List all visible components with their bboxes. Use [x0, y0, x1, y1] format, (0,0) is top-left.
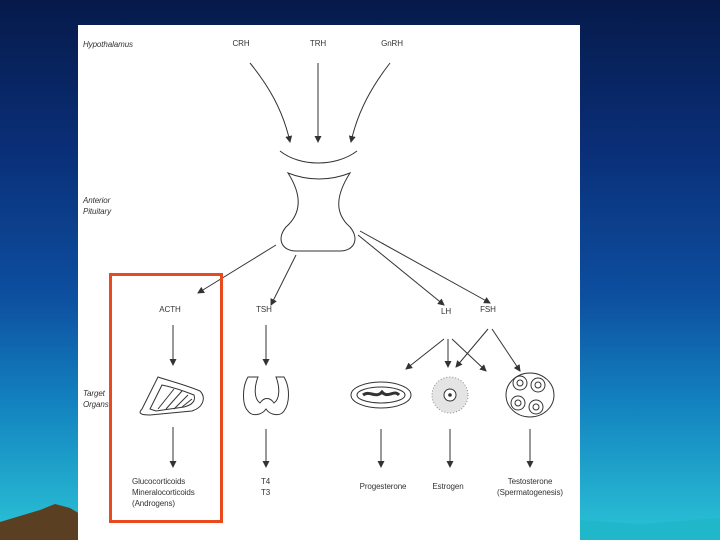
testosterone-label: Testosterone (Spermatogenesis)	[497, 477, 563, 497]
fsh-testis-arrow	[491, 328, 521, 372]
trh-label: TRH	[309, 39, 327, 48]
estrogen-label: Estrogen	[432, 482, 464, 491]
fsh-label: FSH	[480, 305, 496, 314]
fsh-arrow	[359, 230, 491, 304]
hypothalamus-label: Hypothalamus	[83, 40, 133, 49]
diagram-panel: Hypothalamus Anterior Pituitary Target O…	[78, 25, 580, 540]
anterior-pituitary-label: Anterior Pituitary	[83, 196, 111, 216]
thyroid-products-label: T4 T3	[261, 477, 271, 497]
adrenal-gland	[139, 376, 204, 416]
progesterone-label: Progesterone	[359, 482, 407, 491]
pituitary-gland	[279, 150, 358, 252]
lh-testis-arrow	[451, 338, 487, 372]
lh-label: LH	[440, 307, 452, 316]
fsh-follicle-arrow	[455, 328, 489, 368]
corpus-luteum	[350, 381, 412, 409]
crh-label: CRH	[232, 39, 250, 48]
testis	[505, 372, 555, 418]
acth-label: ACTH	[159, 305, 181, 314]
lh-arrow	[357, 234, 445, 306]
crh-arrow	[249, 62, 293, 143]
lh-corpus-arrow	[405, 338, 445, 370]
gnrh-label: GnRH	[381, 39, 403, 48]
acth-axis-highlight	[109, 273, 223, 523]
target-organs-label: Target Organs	[83, 389, 109, 409]
tsh-label: TSH	[256, 305, 272, 314]
thyroid-gland	[243, 376, 289, 416]
adrenal-products-label: Glucocorticoids Mineralocorticoids (Andr…	[132, 477, 195, 508]
acth-arrow	[197, 244, 277, 294]
gnrh-arrow	[348, 62, 391, 143]
hormone-axis-diagram	[139, 62, 555, 468]
tsh-arrow	[270, 254, 297, 306]
